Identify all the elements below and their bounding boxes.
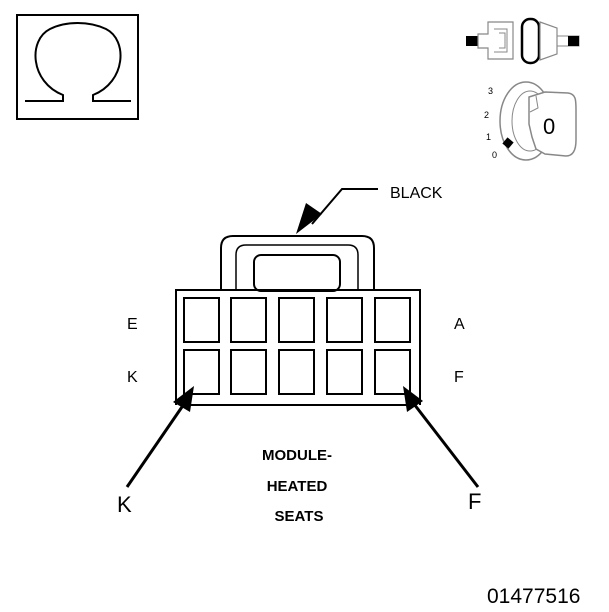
connector-color-label: BLACK xyxy=(390,185,443,202)
cavity-k xyxy=(183,349,220,395)
component-name-line-2: HEATED xyxy=(267,478,328,495)
ohmmeter-icon xyxy=(16,14,139,120)
row-label-bottom-right: F xyxy=(454,369,464,386)
component-name-line-1: MODULE- xyxy=(262,447,332,464)
ignition-key-icon: 3 2 1 0 0 xyxy=(484,81,577,161)
pointer-arrow-left xyxy=(125,386,194,488)
cavity-j xyxy=(230,349,267,395)
ignition-position-2: 2 xyxy=(484,110,489,120)
cavity-c xyxy=(278,297,315,343)
figure-number: 01477516 xyxy=(487,585,580,608)
component-name-line-3: SEATS xyxy=(275,508,324,525)
ignition-position-1: 1 xyxy=(486,132,491,142)
row-label-bottom-left: K xyxy=(127,369,138,386)
cavity-f xyxy=(374,349,411,395)
color-callout: BLACK xyxy=(296,185,443,234)
cavity-e xyxy=(183,297,220,343)
cavity-b xyxy=(326,297,363,343)
ignition-position-3: 3 xyxy=(488,86,493,96)
disconnected-connector-icon xyxy=(466,17,580,65)
terminal-cavities xyxy=(183,297,411,395)
ignition-key-label: 0 xyxy=(543,114,555,139)
pointer-label-right: F xyxy=(468,489,481,514)
cavity-g xyxy=(326,349,363,395)
ignition-position-0: 0 xyxy=(492,150,497,160)
row-label-top-left: E xyxy=(127,316,138,333)
cavity-h xyxy=(278,349,315,395)
row-label-top-right: A xyxy=(454,316,465,333)
cavity-a xyxy=(374,297,411,343)
pointer-arrow-right xyxy=(403,386,480,488)
pointer-label-left: K xyxy=(117,492,132,517)
cavity-d xyxy=(230,297,267,343)
connector-body xyxy=(175,235,421,406)
